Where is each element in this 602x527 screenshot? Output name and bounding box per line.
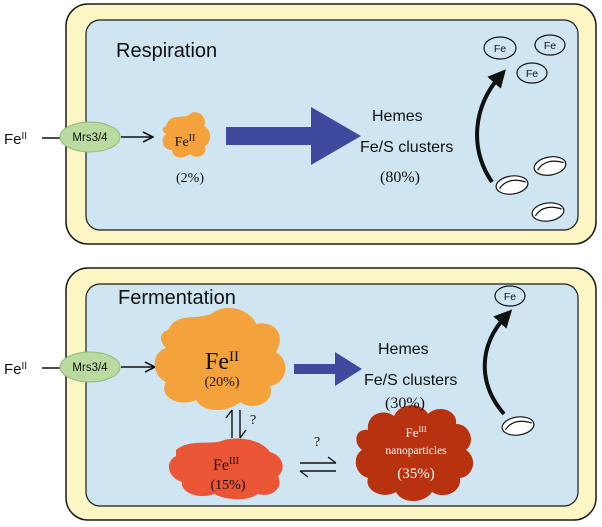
respiration-mrs34-transporter [59,121,121,153]
respiration-title: Respiration [116,40,217,62]
fermentation-question-vertical: ? [250,413,256,428]
fermentation-nano-percent: (35%) [397,466,435,482]
fermentation-external-iron: FeII [4,361,27,378]
fermentation-nano-fe-label: FeIII [406,425,427,440]
respiration-feii-pool-blob [162,112,211,158]
fermentation-mrs34-transporter [59,351,121,383]
respiration-panel: Respiration FeII Mrs3/4 FeII (2%) Hemes … [4,3,597,245]
fermentation-nano-word: nanoparticles [385,445,447,457]
fermentation-feiii-label: FeIII [213,456,239,474]
respiration-mrs34-label: Mrs3/4 [72,132,108,144]
fermentation-title: Fermentation [118,287,236,309]
respiration-feii-pool-label: FeII [175,133,196,150]
fermentation-horizontal-equilibrium-arrow [299,456,337,478]
respiration-external-iron: FeII [4,131,27,148]
iron-atom-icon: Fe [516,62,548,84]
fermentation-feii-pool-label: FeII [205,349,239,375]
fermentation-mrs34-label: Mrs3/4 [72,362,108,374]
svg-text:Fe: Fe [494,43,506,55]
mitochondrion-icon [495,175,529,195]
fermentation-export-arrow [482,309,513,416]
fermentation-vertical-equilibrium-arrow [225,409,247,439]
fermentation-flux-arrow [294,352,362,386]
respiration-target-percent: (80%) [380,169,420,186]
mitochondrion-icon [531,202,565,222]
respiration-feii-pool-percent: (2%) [176,171,204,186]
svg-text:Fe: Fe [526,68,538,80]
iron-atom-icon: Fe [483,36,517,60]
fermentation-target-clusters: Fe/S clusters [364,372,457,389]
fermentation-panel: Fermentation FeII Mrs3/4 FeII (20%) ? Fe… [4,267,597,521]
iron-atom-icon: Fe [494,285,526,307]
fermentation-target-percent: (30%) [385,395,425,412]
mitochondrion-icon [501,416,535,436]
fermentation-nanoparticles-blob [355,405,474,501]
fermentation-target-hemes: Hemes [378,341,429,358]
svg-text:Fe: Fe [544,40,556,52]
fermentation-feii-pool-percent: (20%) [205,375,240,390]
iron-atom-icon: Fe [534,34,566,56]
fermentation-feiii-blob [168,438,283,500]
fermentation-question-horizontal: ? [314,435,320,450]
fermentation-feiii-percent: (15%) [211,478,246,493]
fermentation-feii-pool-blob [154,307,286,411]
respiration-export-arrow [475,69,506,184]
respiration-flux-arrow [226,107,361,165]
mitochondrion-icon [533,156,567,176]
respiration-target-hemes: Hemes [372,108,423,125]
respiration-target-clusters: Fe/S clusters [360,139,453,156]
svg-text:Fe: Fe [504,291,516,303]
